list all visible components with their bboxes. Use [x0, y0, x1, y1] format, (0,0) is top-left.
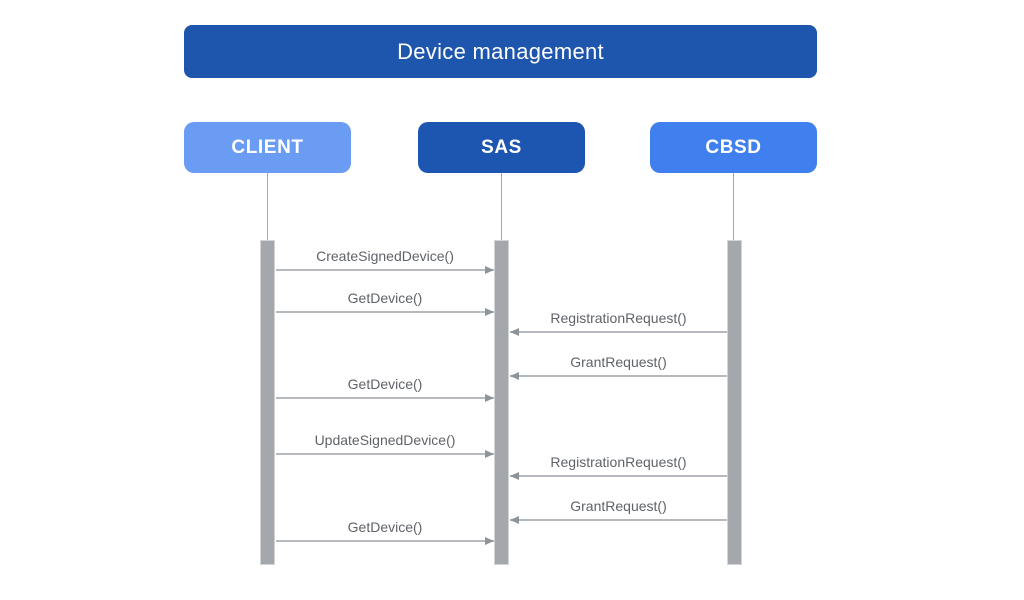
message-label: GrantRequest(): [570, 354, 667, 370]
message-arrow-line: [276, 269, 494, 271]
lifeline-sas: [501, 173, 502, 240]
message-label: UpdateSignedDevice(): [314, 432, 456, 448]
message-arrow-line: [276, 453, 494, 455]
activation-bar-sas: [494, 240, 509, 565]
message-label: GetDevice(): [347, 376, 423, 392]
arrowhead-icon: [510, 328, 519, 336]
actor-sas: SAS: [418, 122, 585, 173]
diagram-title: Device management: [397, 38, 604, 64]
message-label: GrantRequest(): [570, 498, 667, 514]
message-arrow-line: [510, 331, 727, 333]
message-registration-request-1: RegistrationRequest(): [510, 309, 727, 336]
arrowhead-icon: [485, 266, 494, 274]
lifeline-cbsd: [733, 173, 734, 240]
arrowhead-icon: [485, 308, 494, 316]
message-label: GetDevice(): [347, 290, 423, 306]
arrowhead-icon: [510, 516, 519, 524]
message-grant-request-1: GrantRequest(): [510, 353, 727, 380]
message-update-signed-device: UpdateSignedDevice(): [276, 431, 494, 458]
message-arrow-line: [276, 311, 494, 313]
message-arrow-line: [510, 375, 727, 377]
activation-bar-cbsd: [727, 240, 742, 565]
message-grant-request-2: GrantRequest(): [510, 497, 727, 524]
message-arrow-line: [510, 475, 727, 477]
message-create-signed-device: CreateSignedDevice(): [276, 247, 494, 274]
message-get-device-2: GetDevice(): [276, 375, 494, 402]
diagram-title-banner: Device management: [184, 25, 817, 78]
message-arrow-line: [510, 519, 727, 521]
actor-sas-label: SAS: [481, 136, 522, 158]
message-get-device-1: GetDevice(): [276, 289, 494, 316]
actor-cbsd: CBSD: [650, 122, 817, 173]
actor-cbsd-label: CBSD: [705, 136, 762, 158]
activation-bar-client: [260, 240, 275, 565]
actor-client-label: CLIENT: [231, 136, 304, 158]
arrowhead-icon: [485, 394, 494, 402]
arrowhead-icon: [485, 537, 494, 545]
arrowhead-icon: [510, 372, 519, 380]
message-get-device-3: GetDevice(): [276, 518, 494, 545]
message-registration-request-2: RegistrationRequest(): [510, 453, 727, 480]
message-arrow-line: [276, 397, 494, 399]
arrowhead-icon: [510, 472, 519, 480]
arrowhead-icon: [485, 450, 494, 458]
message-arrow-line: [276, 540, 494, 542]
lifeline-client: [267, 173, 268, 240]
message-label: GetDevice(): [347, 519, 423, 535]
actor-client: CLIENT: [184, 122, 351, 173]
message-label: CreateSignedDevice(): [316, 248, 454, 264]
message-label: RegistrationRequest(): [550, 310, 687, 326]
message-label: RegistrationRequest(): [550, 454, 687, 470]
